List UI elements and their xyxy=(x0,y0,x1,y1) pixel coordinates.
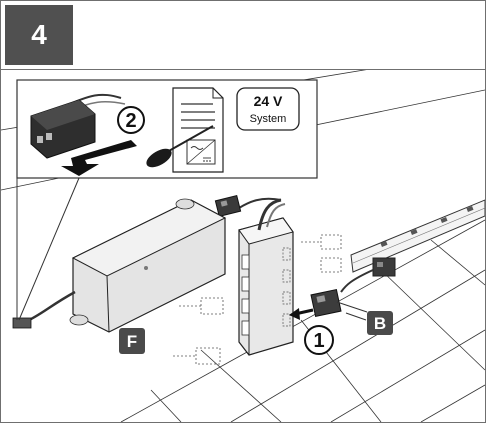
screwdriver-icon xyxy=(146,125,214,168)
voltage-value: 24 V xyxy=(254,93,283,109)
label-f: F xyxy=(119,328,145,354)
detail-pull-arrow xyxy=(61,140,137,176)
connector-b xyxy=(310,288,368,318)
strip-connector xyxy=(340,257,396,293)
step-number-badge: 4 xyxy=(5,5,73,65)
detail-box: 2 xyxy=(16,79,318,179)
label-b-letter: B xyxy=(374,314,386,333)
detail-step-circle: 2 xyxy=(117,106,145,134)
insert-arrow xyxy=(289,308,314,320)
power-supply-unit xyxy=(12,198,227,333)
distribution-block xyxy=(238,198,294,356)
step-header: 4 xyxy=(1,1,485,70)
detail-step-number: 2 xyxy=(125,110,136,132)
ghost-connectors xyxy=(173,234,342,365)
label-f-letter: F xyxy=(127,332,137,351)
voltage-system-label: System xyxy=(250,113,287,125)
step-one-circle: 1 xyxy=(304,325,334,355)
step-one-number: 1 xyxy=(313,330,324,352)
voltage-badge: 24 V System xyxy=(236,87,300,131)
led-strip xyxy=(350,199,485,273)
document-icon xyxy=(172,87,224,173)
label-b: B xyxy=(345,311,393,335)
detail-plug xyxy=(30,93,126,159)
assembly-illustration: 2 xyxy=(1,70,485,422)
callout-lines xyxy=(16,177,80,321)
